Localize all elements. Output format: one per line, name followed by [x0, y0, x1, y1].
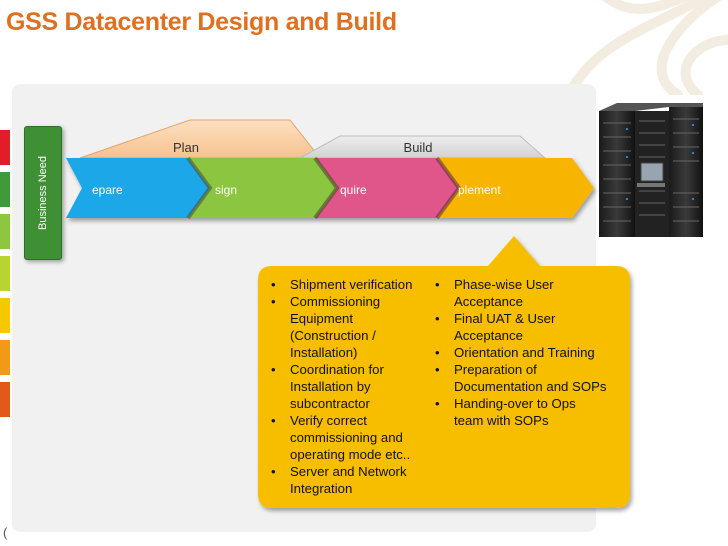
callout-item-text: Handing-over to Ops team with SOPs: [454, 396, 576, 428]
bullet-icon: •: [435, 277, 440, 292]
callout-list-item: • Phase-wise User Acceptance: [432, 276, 608, 310]
step-chevron-prepare: [66, 158, 210, 218]
bullet-icon: •: [435, 311, 440, 326]
plan-phase-band: [79, 119, 322, 159]
plan-phase-label: Plan: [173, 140, 199, 155]
color-strip-block: [0, 382, 10, 417]
build-phase-label: Build: [404, 140, 433, 155]
callout-list-item: • Coordination for Installation by subcon…: [268, 361, 418, 412]
chevron-edge: [435, 156, 462, 220]
bullet-icon: •: [271, 277, 276, 292]
callout-item-text: Commissioning Equipment (Construction / …: [290, 294, 381, 360]
bullet-icon: •: [271, 362, 276, 377]
callout-list-item: • Orientation and Training: [432, 344, 608, 361]
callout-list-item: • Handing-over to Ops team with SOPs: [432, 395, 608, 429]
implement-tasks-list: • Phase-wise User Acceptance • Final UAT & …: [432, 276, 608, 497]
step-chevron-design: [188, 158, 337, 218]
callout-item-text: Preparation of Documentation and SOPs: [454, 362, 607, 394]
callout-item-text: Phase-wise User Acceptance: [454, 277, 554, 309]
process-diagram: Plan Build epare sign quire plement: [66, 119, 630, 508]
chevron-edge: [313, 156, 340, 220]
callout-bubble: [258, 236, 630, 508]
step-chevron-implement: [437, 158, 594, 218]
callout-list-item: • Shipment verification: [268, 276, 418, 293]
server-rack-icon: [599, 103, 703, 237]
color-strip-block: [0, 298, 10, 333]
step-label-prepare: epare: [92, 183, 123, 197]
callout-item-text: Coordination for Installation by subcont…: [290, 362, 384, 411]
footer-mark: (: [3, 525, 8, 540]
callout-list-item: • Commissioning Equipment (Construction /…: [268, 293, 418, 361]
build-tasks-list: • Shipment verification • Commissioning Equ…: [268, 276, 418, 497]
callout-list-item: • Final UAT & User Acceptance: [432, 310, 608, 344]
callout-list-item: • Server and Network Integration: [268, 463, 418, 497]
color-strip: [0, 130, 10, 424]
step-chevron-acquire: [315, 158, 459, 218]
color-strip-block: [0, 130, 10, 165]
callout-item-text: Orientation and Training: [454, 345, 595, 360]
color-strip-block: [0, 256, 10, 291]
callout-item-text: Verify correct commissioning and operati…: [290, 413, 411, 462]
step-label-acquire: quire: [340, 183, 367, 197]
callout-list-item: • Preparation of Documentation and SOPs: [432, 361, 608, 395]
step-label-design: sign: [215, 183, 237, 197]
page-title: GSS Datacenter Design and Build: [6, 8, 397, 36]
color-strip-block: [0, 172, 10, 207]
step-label-implement: plement: [458, 183, 501, 197]
bullet-icon: •: [435, 362, 440, 377]
callout-item-text: Shipment verification: [290, 277, 413, 292]
callout-item-text: Server and Network Integration: [290, 464, 407, 496]
callout-item-text: Final UAT & User Acceptance: [454, 311, 556, 343]
color-strip-block: [0, 214, 10, 249]
swirl-watermark-icon: [563, 0, 728, 95]
business-need-box: Business Need: [24, 126, 62, 260]
bullet-icon: •: [271, 464, 276, 479]
bullet-icon: •: [435, 396, 440, 411]
callout-content: • Shipment verification • Commissioning Equ…: [268, 276, 628, 497]
color-strip-block: [0, 340, 10, 375]
business-need-label: Business Need: [37, 156, 49, 230]
bullet-icon: •: [271, 294, 276, 309]
bullet-icon: •: [435, 345, 440, 360]
callout-list-item: • Verify correct commissioning and operat…: [268, 412, 418, 463]
chevron-edge: [186, 156, 213, 220]
bullet-icon: •: [271, 413, 276, 428]
